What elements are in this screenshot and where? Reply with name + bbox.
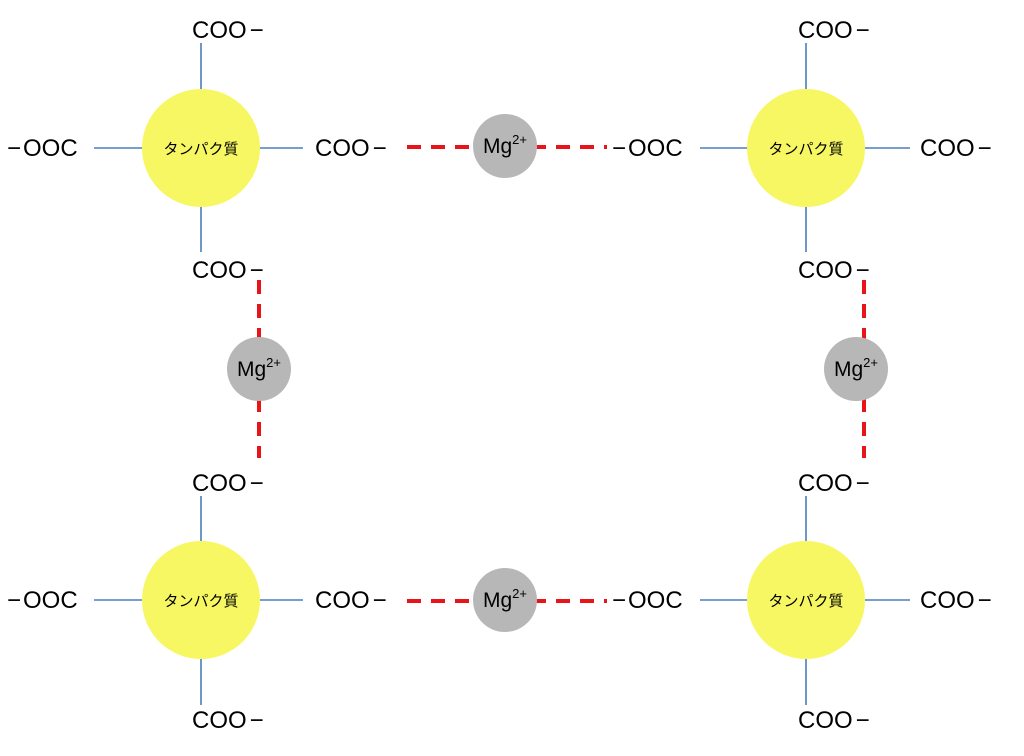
magnesium-circle: [473, 114, 537, 178]
protein-bottom-right: タンパク質 COO− COO− −OOC COO−: [612, 470, 992, 734]
carboxylate-top: COO−: [192, 17, 264, 44]
carboxylate-top: COO−: [192, 470, 264, 497]
protein-label: タンパク質: [163, 592, 238, 610]
carboxylate-bottom: COO−: [798, 257, 870, 284]
magnesium-circle: [473, 568, 537, 632]
protein-label: タンパク質: [768, 592, 843, 610]
protein-label: タンパク質: [768, 140, 843, 158]
protein-top-left: タンパク質 COO− COO− −OOC COO−: [7, 17, 387, 284]
protein-label: タンパク質: [163, 140, 238, 158]
carboxylate-bottom: COO−: [192, 707, 264, 734]
protein-circle: [142, 89, 260, 207]
magnesium-circle: [227, 337, 291, 401]
carboxylate-right: COO−: [920, 135, 992, 162]
carboxylate-top: COO−: [798, 470, 870, 497]
protein-circle: [747, 89, 865, 207]
carboxylate-left: −OOC: [612, 587, 683, 614]
carboxylate-left: −OOC: [7, 587, 78, 614]
magnesium-ion-right: Mg2+: [824, 337, 888, 401]
carboxylate-right: COO−: [920, 587, 992, 614]
carboxylate-right: COO−: [315, 587, 387, 614]
magnesium-ion-bottom: Mg2+: [473, 568, 537, 632]
carboxylate-bottom: COO−: [192, 257, 264, 284]
protein-bottom-left: タンパク質 COO− COO− −OOC COO−: [7, 470, 387, 734]
ionic-bonds: [257, 145, 866, 603]
magnesium-label: Mg2+: [483, 132, 527, 158]
protein-circle: [747, 541, 865, 659]
magnesium-label: Mg2+: [834, 355, 878, 381]
carboxylate-bottom: COO−: [798, 707, 870, 734]
protein-circle: [142, 541, 260, 659]
carboxylate-right: COO−: [315, 135, 387, 162]
magnesium-ion-top: Mg2+: [473, 114, 537, 178]
carboxylate-left: −OOC: [612, 135, 683, 162]
magnesium-label: Mg2+: [483, 586, 527, 612]
protein-top-right: タンパク質 COO− COO− −OOC COO−: [612, 17, 992, 284]
magnesium-circle: [824, 337, 888, 401]
magnesium-ion-left: Mg2+: [227, 337, 291, 401]
magnesium-label: Mg2+: [237, 355, 281, 381]
carboxylate-top: COO−: [798, 17, 870, 44]
carboxylate-left: −OOC: [7, 135, 78, 162]
